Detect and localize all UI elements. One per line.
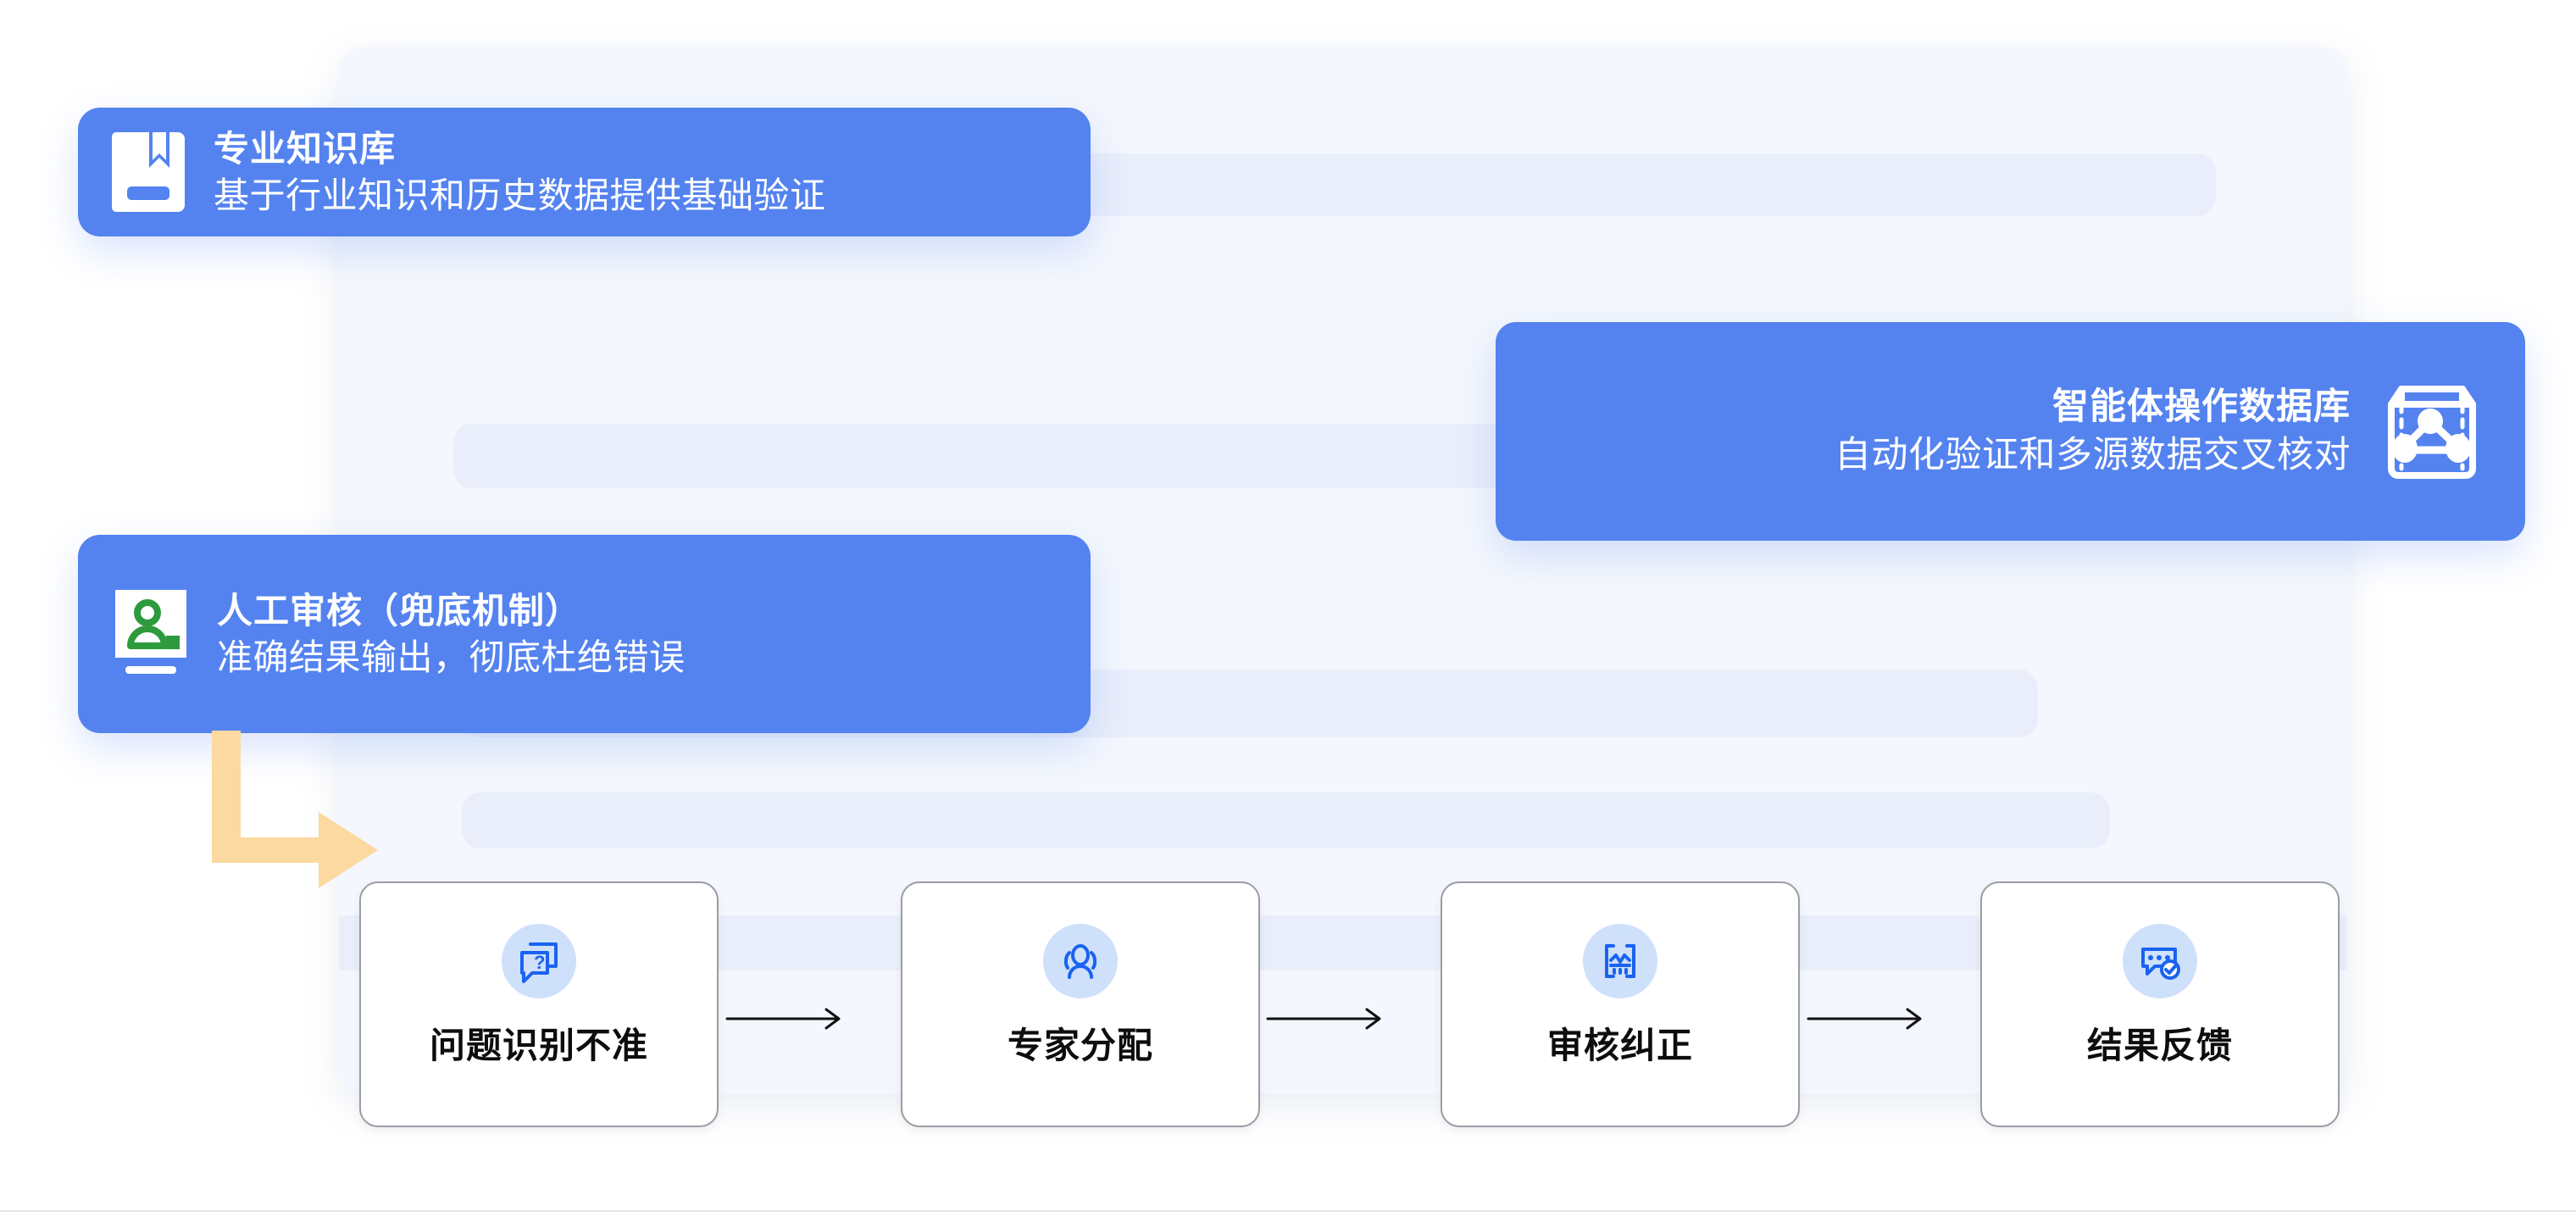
feature-card-title: 专业知识库	[214, 128, 397, 169]
right-arrow-icon	[1807, 1008, 1922, 1030]
people-group-icon	[1043, 924, 1118, 998]
flow-step-card[interactable]: ? 问题识别不准	[359, 881, 719, 1127]
feature-card-title: 智能体操作数据库	[2052, 386, 2351, 428]
chat-question-icon: ?	[502, 924, 576, 998]
elbow-right-arrow-icon	[212, 731, 378, 888]
audit-chart-icon	[1583, 924, 1657, 998]
flow-step-label: 结果反馈	[2086, 1026, 2233, 1065]
feature-card-subtitle: 准确结果输出，彻底杜绝错误	[217, 637, 686, 677]
flow-step-card[interactable]: 审核纠正	[1441, 881, 1800, 1127]
feature-card-manual-review[interactable]: 人工审核（兜底机制） 准确结果输出，彻底杜绝错误	[78, 535, 1091, 733]
feature-card-knowledge-base[interactable]: 专业知识库 基于行业知识和历史数据提供基础验证	[78, 108, 1091, 236]
feature-card-subtitle: 自动化验证和多源数据交叉核对	[1835, 435, 2351, 475]
svg-text:?: ?	[534, 952, 545, 973]
chat-check-icon	[2123, 924, 2197, 998]
data-cube-network-icon	[2376, 375, 2488, 487]
page-bottom-divider	[0, 1210, 2576, 1212]
skeleton-bar	[462, 792, 2110, 848]
feature-card-agent-operation-database[interactable]: 智能体操作数据库 自动化验证和多源数据交叉核对	[1496, 322, 2525, 541]
feature-card-text: 人工审核（兜底机制） 准确结果输出，彻底杜绝错误	[217, 587, 686, 681]
feature-card-text: 专业知识库 基于行业知识和历史数据提供基础验证	[214, 125, 826, 220]
right-arrow-icon	[725, 1008, 841, 1030]
flow-step-card[interactable]: 专家分配	[901, 881, 1260, 1127]
person-badge-icon	[112, 590, 190, 678]
feature-card-title: 人工审核（兜底机制）	[217, 590, 582, 631]
right-arrow-icon	[1266, 1008, 1381, 1030]
flow-step-label: 专家分配	[1007, 1026, 1153, 1065]
flow-step-label: 审核纠正	[1546, 1026, 1693, 1065]
book-bookmark-icon	[112, 132, 185, 212]
flow-step-label: 问题识别不准	[429, 1026, 648, 1065]
feature-card-subtitle: 基于行业知识和历史数据提供基础验证	[214, 175, 826, 215]
feature-card-text: 智能体操作数据库 自动化验证和多源数据交叉核对	[1835, 383, 2351, 480]
flow-step-card[interactable]: 结果反馈	[1980, 881, 2340, 1127]
